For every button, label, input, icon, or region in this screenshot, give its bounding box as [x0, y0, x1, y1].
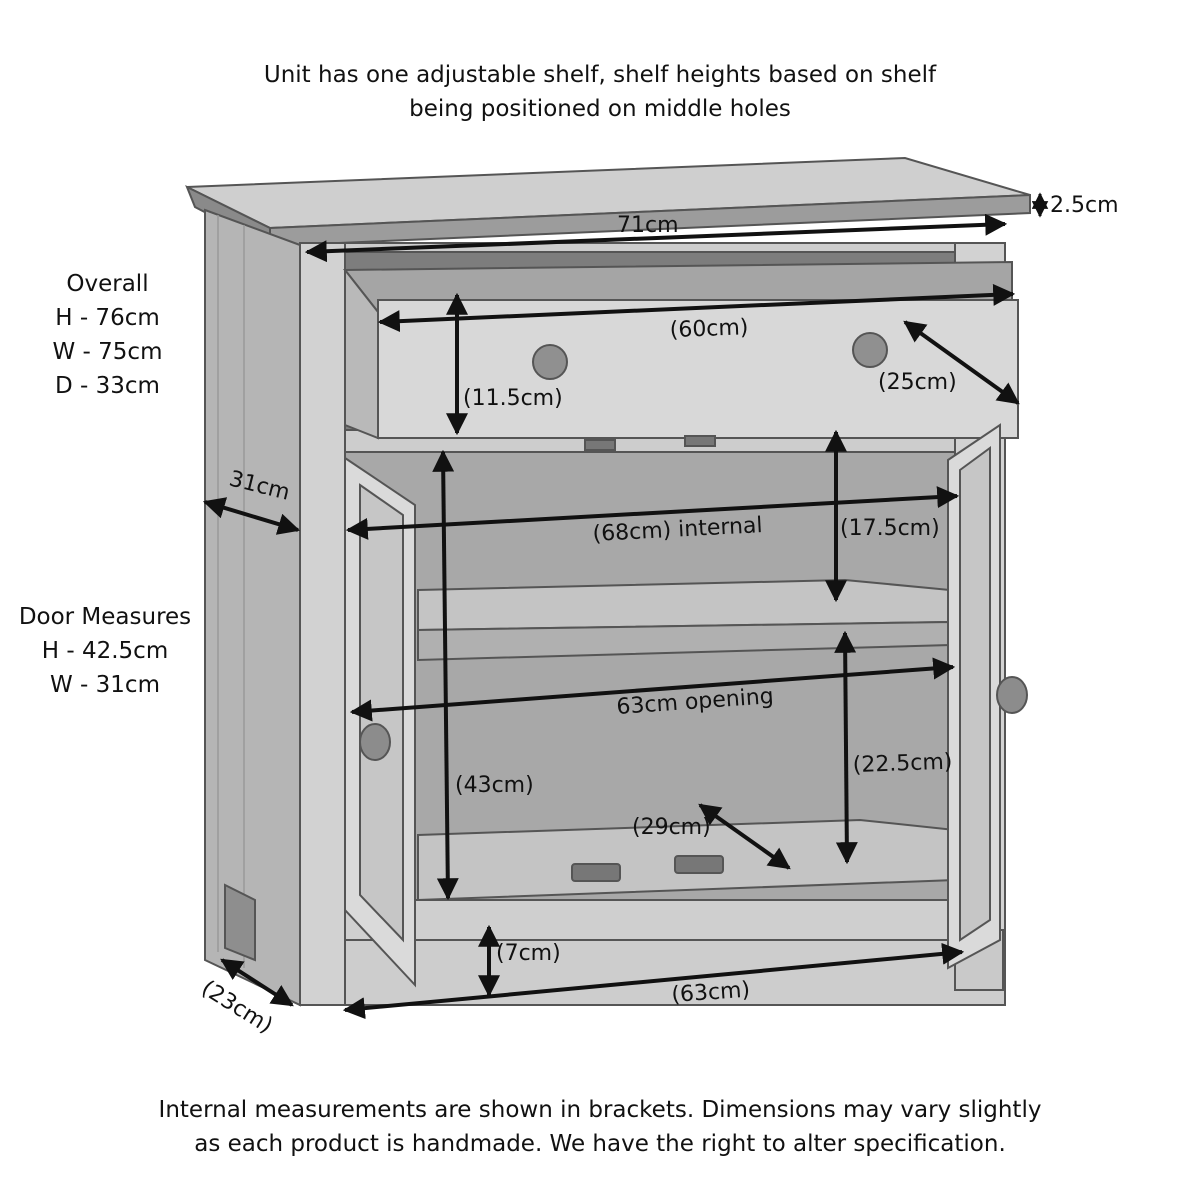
handmade-note: Internal measurements are shown in brack… [0, 1093, 1200, 1161]
label-top-thickness: 2.5cm [1050, 193, 1119, 218]
door-title: Door Measures [18, 604, 192, 630]
label-base-depth: (29cm) [632, 815, 711, 840]
plinth [344, 899, 956, 941]
label-leg-clearance: (7cm) [496, 941, 561, 966]
label-lower-shelf-height: (22.5cm) [852, 750, 952, 778]
catch-top-right [684, 435, 716, 447]
side-panel [204, 208, 301, 1007]
handmade-note-line-2: as each product is handmade. We have the… [194, 1131, 1006, 1157]
front-left-leg [299, 242, 346, 1006]
overall-title: Overall [66, 271, 149, 297]
drawer-knob-left [532, 344, 568, 380]
catch-top-left [584, 439, 616, 451]
catch-right [674, 855, 724, 874]
label-drawer-depth: (25cm) [878, 370, 957, 395]
top-width-arrow [304, 213, 1008, 263]
label-cupboard-height: (43cm) [455, 773, 534, 798]
right-door-knob [996, 676, 1028, 714]
door-dimensions: Door Measures H - 42.5cm W - 31cm [10, 600, 200, 702]
overall-height: H - 76cm [55, 305, 160, 331]
left-door-knob [359, 723, 391, 761]
door-width: W - 31cm [50, 672, 160, 698]
side-depth-arrow [202, 497, 301, 535]
overall-width: W - 75cm [52, 339, 163, 365]
catch-left [571, 863, 621, 882]
shelf-note-line-2: being positioned on middle holes [409, 96, 791, 122]
label-drawer-width: (60cm) [669, 315, 749, 343]
base-depth-arrow [698, 803, 791, 870]
label-base-width: (63cm) [671, 978, 751, 1008]
label-drawer-height: (11.5cm) [463, 386, 563, 411]
door-height: H - 42.5cm [41, 638, 169, 664]
drawer-knob-right [852, 332, 888, 368]
shelf-note-line-1: Unit has one adjustable shelf, shelf hei… [263, 62, 937, 88]
label-upper-shelf-height: (17.5cm) [840, 516, 940, 541]
dimension-lines [202, 192, 1049, 1020]
drawer-width-arrow [377, 283, 1016, 333]
drawer-depth-arrow [903, 320, 1020, 405]
leg-depth-arrow [220, 958, 294, 1007]
shelf-note: Unit has one adjustable shelf, shelf hei… [0, 58, 1200, 126]
overall-depth: D - 33cm [55, 373, 160, 399]
base-width-arrow [342, 942, 965, 1020]
label-top-width: 71cm [617, 213, 679, 238]
overall-dimensions: Overall H - 76cm W - 75cm D - 33cm [20, 267, 195, 403]
lower-shelf-height-arrow [834, 630, 858, 865]
cabinet-illustration [185, 156, 1031, 1007]
right-door-panel [959, 446, 991, 942]
handmade-note-line-1: Internal measurements are shown in brack… [158, 1097, 1042, 1123]
